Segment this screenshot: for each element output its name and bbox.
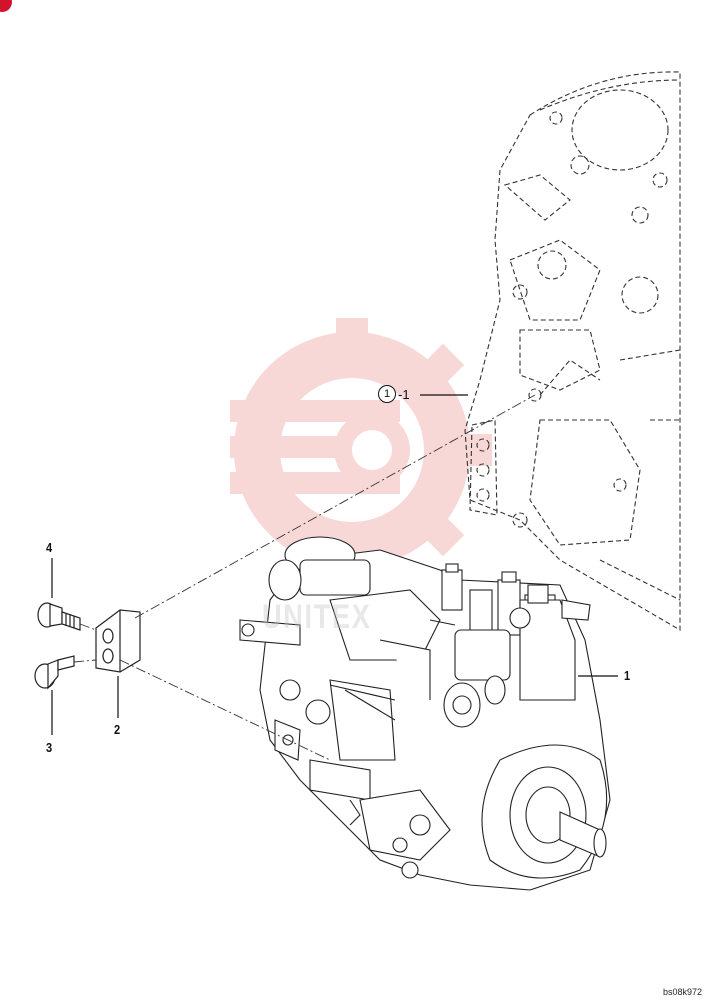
corner-mark bbox=[0, 0, 12, 12]
reference-callout: 1 -1 bbox=[378, 385, 410, 403]
bolt-upper bbox=[37, 602, 81, 631]
bolt-lower bbox=[34, 655, 75, 690]
callout-part-3: 3 bbox=[46, 740, 53, 755]
watermark-logo bbox=[230, 318, 492, 582]
callout-part-2: 2 bbox=[114, 722, 121, 737]
callout-part-4: 4 bbox=[46, 540, 53, 555]
assembly-lines bbox=[73, 394, 536, 761]
callout-part-1: 1 bbox=[624, 668, 631, 683]
engine-block bbox=[464, 71, 681, 631]
reference-circle: 1 bbox=[378, 385, 396, 403]
injection-pump bbox=[239, 536, 611, 891]
watermark-text: UNITEX bbox=[262, 598, 372, 636]
leader-lines bbox=[51, 394, 618, 735]
drawing-code: bs08k972 bbox=[662, 987, 702, 997]
bracket-part bbox=[95, 609, 141, 673]
reference-suffix: -1 bbox=[398, 386, 410, 402]
